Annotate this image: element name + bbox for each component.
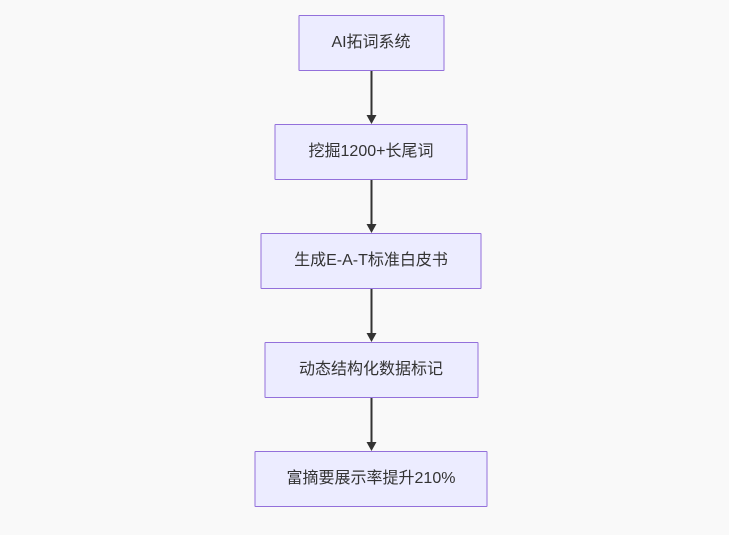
flow-node-rich-snippet-rate: 富摘要展示率提升210% (254, 451, 488, 507)
flow-node-label: AI拓词系统 (331, 34, 411, 51)
flow-node-longtail-mining: 挖掘1200+长尾词 (274, 124, 468, 180)
arrow-down-icon (366, 180, 376, 233)
flow-node-label: 动态结构化数据标记 (298, 361, 443, 378)
arrow-down-icon (366, 71, 376, 124)
flow-edge-1 (364, 71, 378, 124)
flow-node-label: 生成E-A-T标准白皮书 (294, 252, 448, 269)
flow-node-ai-keyword-system: AI拓词系统 (298, 15, 444, 71)
arrow-down-icon (366, 398, 376, 451)
flow-edge-2 (364, 180, 378, 233)
flow-node-label: 富摘要展示率提升210% (286, 470, 456, 487)
flow-edge-4 (364, 398, 378, 451)
flow-node-eat-whitepaper: 生成E-A-T标准白皮书 (260, 233, 482, 289)
arrow-down-icon (366, 289, 376, 342)
flow-node-structured-data-markup: 动态结构化数据标记 (264, 342, 478, 398)
flowchart: AI拓词系统 挖掘1200+长尾词 生成E-A-T标准白皮书 动态结构化数据标记 (254, 15, 488, 507)
flow-edge-3 (364, 289, 378, 342)
flow-node-label: 挖掘1200+长尾词 (308, 143, 434, 160)
